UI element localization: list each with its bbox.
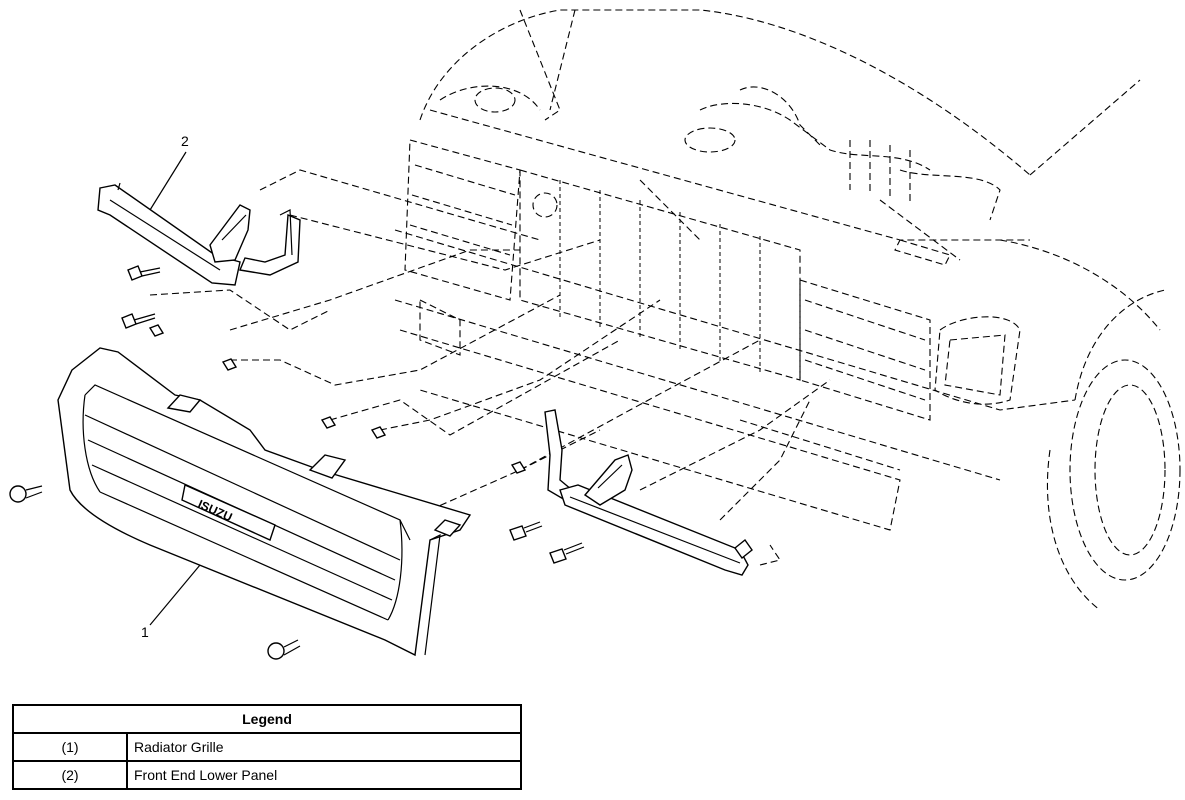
callout-1: 1: [141, 564, 201, 640]
legend-title: Legend: [12, 704, 522, 734]
alignment-lines: [149, 169, 831, 566]
clip-icon: [320, 416, 337, 429]
vehicle-front-end: [394, 9, 1181, 611]
clip-icon: [221, 358, 238, 371]
legend-row-description: Front End Lower Panel: [126, 760, 522, 790]
bolt-icon: [121, 313, 156, 329]
legend-row-number: (1): [12, 732, 128, 762]
legend-row-number: (2): [12, 760, 128, 790]
legend-table: Legend (1) Radiator Grille (2) Front End…: [12, 704, 522, 790]
clip-icon: [370, 426, 387, 439]
legend-row: (2) Front End Lower Panel: [12, 760, 522, 790]
bolt-icon: [127, 265, 161, 281]
fasteners: [9, 265, 585, 660]
bolt-icon: [509, 521, 543, 541]
bolt-icon: [549, 542, 585, 564]
legend-row: (1) Radiator Grille: [12, 732, 522, 762]
legend-header-row: Legend: [12, 704, 522, 734]
front-end-lower-panel-left: [97, 182, 301, 286]
bolt-icon: [9, 485, 43, 503]
front-end-lower-panel-right: [544, 409, 753, 576]
callout-2: 2: [149, 133, 189, 211]
diagram-canvas: ISUZU 2 1: [9, 9, 1181, 660]
exploded-diagram: ISUZU 2 1: [9, 9, 1181, 660]
clip-icon: [510, 461, 527, 474]
legend-row-description: Radiator Grille: [126, 732, 522, 762]
radiator-grille: ISUZU: [57, 347, 472, 657]
callout-label: 1: [141, 624, 149, 640]
callout-label: 2: [181, 133, 189, 149]
bolt-icon: [267, 639, 301, 660]
clip-icon: [148, 324, 165, 337]
